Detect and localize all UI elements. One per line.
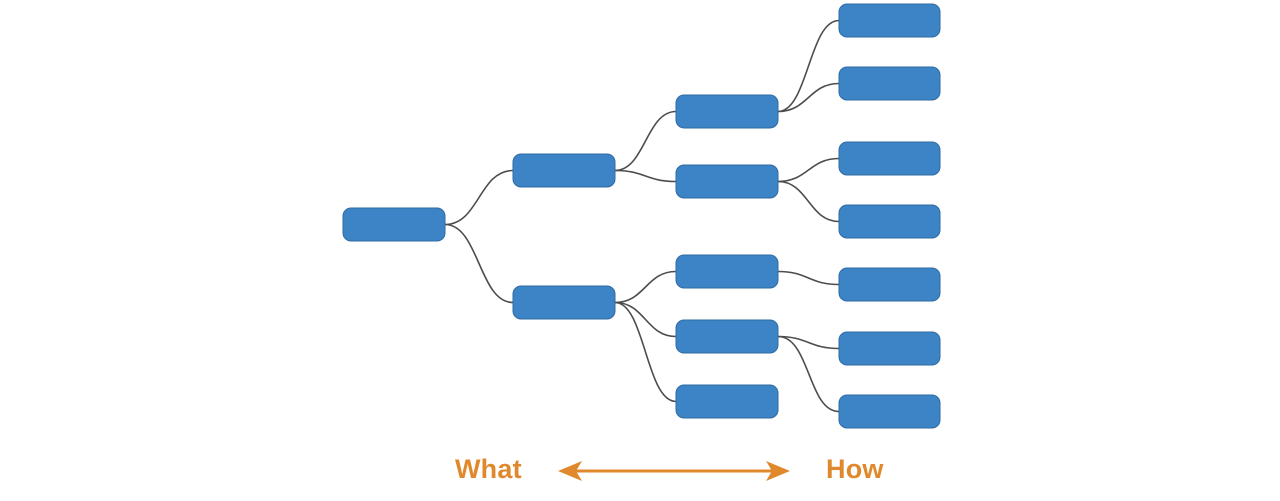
- node-n1[interactable]: [512, 153, 616, 188]
- node-n7[interactable]: [675, 384, 779, 419]
- node-n10[interactable]: [838, 141, 941, 176]
- axis-label-what: What: [455, 454, 522, 484]
- connector-n6-n14: [777, 335, 840, 413]
- connector-n3-n8: [777, 19, 840, 113]
- node-n4[interactable]: [675, 164, 779, 199]
- node-n5[interactable]: [675, 254, 779, 289]
- node-n6[interactable]: [675, 319, 779, 354]
- connector-n3-n9: [777, 82, 840, 113]
- arrowhead-right-icon: [766, 461, 790, 481]
- connector-n1-n3: [614, 110, 677, 172]
- node-n0[interactable]: [342, 207, 446, 242]
- connector-n1-n4: [614, 169, 677, 183]
- node-n8[interactable]: [838, 3, 941, 38]
- connector-n2-n7: [614, 301, 677, 403]
- node-group: [342, 3, 941, 429]
- what-how-axis-arrow: [558, 461, 790, 481]
- connector-n2-n6: [614, 301, 677, 338]
- connector-n2-n5: [614, 270, 677, 304]
- node-n9[interactable]: [838, 66, 941, 101]
- arrowhead-left-icon: [558, 461, 582, 481]
- connector-n4-n10: [777, 157, 840, 183]
- node-n12[interactable]: [838, 267, 941, 302]
- node-n13[interactable]: [838, 331, 941, 366]
- connector-n6-n13: [777, 335, 840, 350]
- connector-group: [444, 19, 840, 413]
- connector-n5-n12: [777, 270, 840, 286]
- node-n3[interactable]: [675, 94, 779, 129]
- connector-n4-n11: [777, 180, 840, 223]
- connector-n0-n1: [444, 169, 514, 226]
- axis-label-how: How: [826, 454, 884, 484]
- node-n14[interactable]: [838, 394, 941, 429]
- node-n2[interactable]: [512, 285, 616, 320]
- node-n11[interactable]: [838, 204, 941, 239]
- connector-n0-n2: [444, 223, 514, 304]
